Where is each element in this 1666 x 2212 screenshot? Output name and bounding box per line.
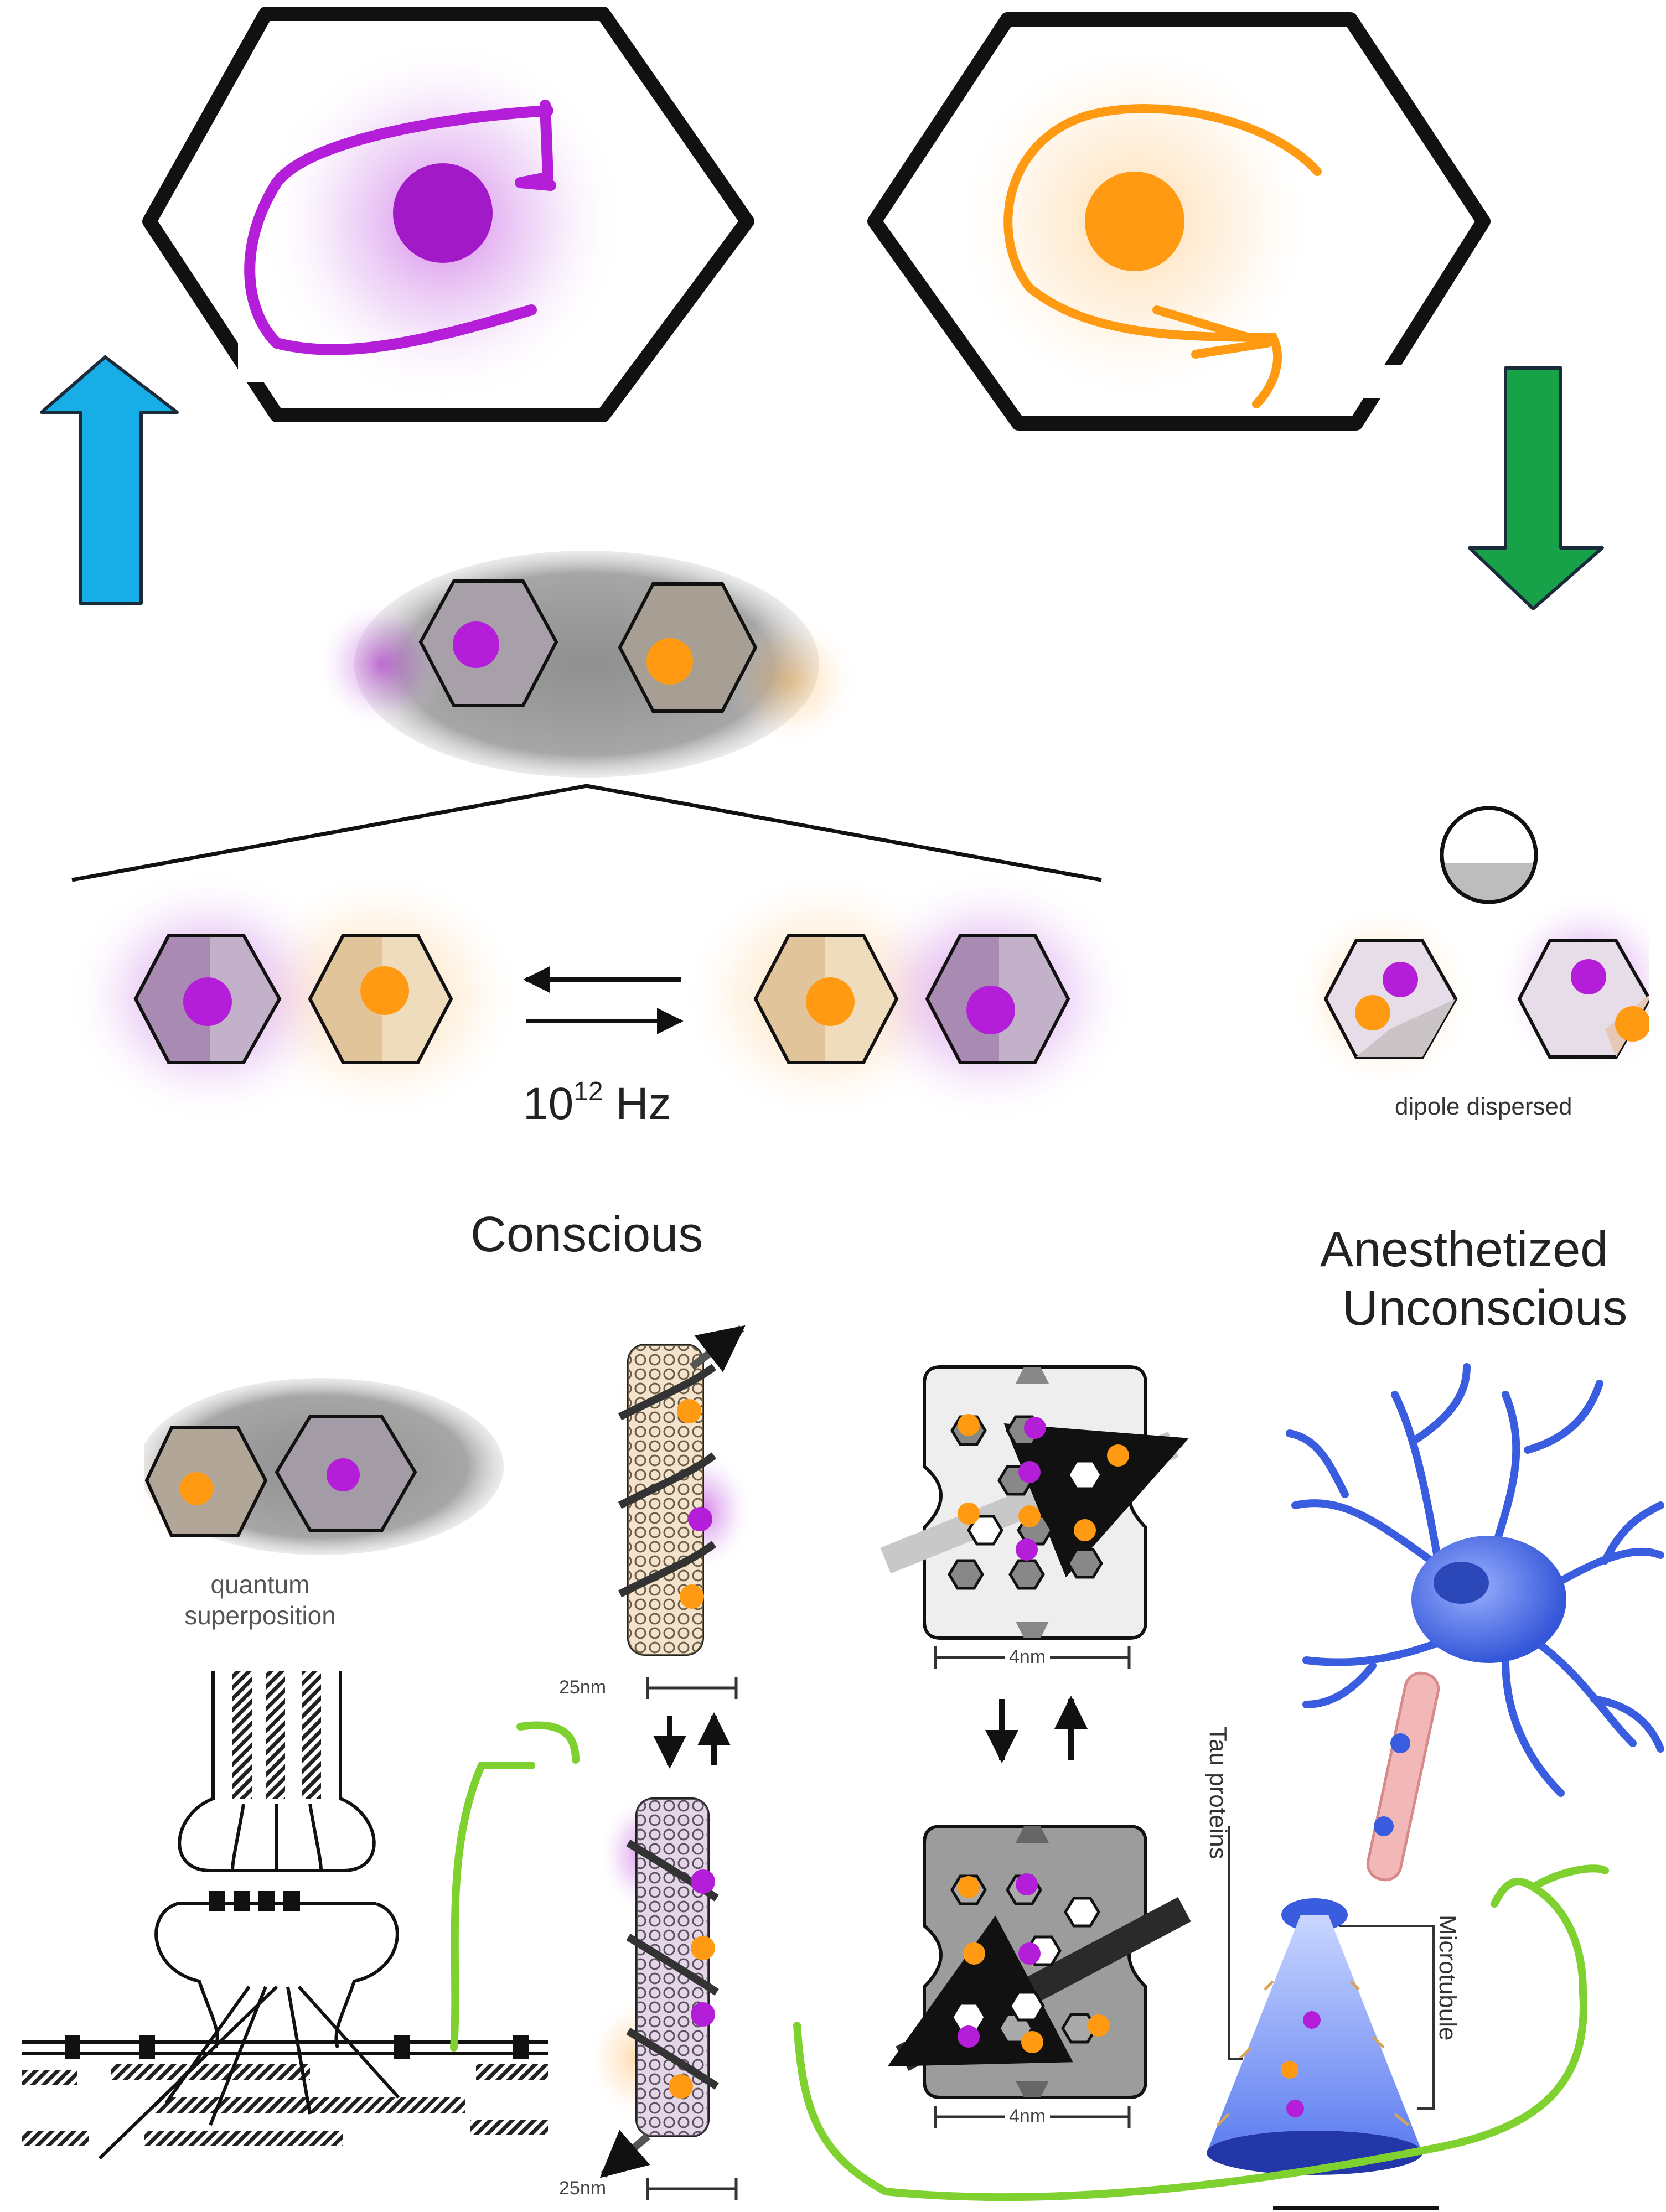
tau-proteins-label: Tau proteins xyxy=(1204,1727,1232,1859)
frequency-label: 1012 Hz xyxy=(523,1076,671,1130)
zoom-lines xyxy=(71,784,1102,882)
tubulin-panel-bottom xyxy=(887,1825,1191,2099)
superposition-pill-bottom xyxy=(111,1367,504,1566)
down-arrow-icon xyxy=(1468,366,1604,610)
anesthetized-label: Anesthetized Unconscious xyxy=(1320,1220,1666,1338)
equilibrium-arrows-icon xyxy=(523,966,684,1034)
frequency-base: 10 xyxy=(523,1079,574,1129)
dipole-row-right xyxy=(681,869,1135,1123)
synapse-schematic xyxy=(22,1671,548,2160)
up-arrow-icon xyxy=(40,355,179,605)
scale-label-4nm-bottom: 4nm xyxy=(1005,2106,1051,2127)
dipole-dispersed-label: dipole dispersed xyxy=(1395,1093,1572,1120)
microtubule-bottom xyxy=(587,1793,719,2178)
unconscious-line: Unconscious xyxy=(1342,1281,1628,1336)
scale-label-4nm-top: 4nm xyxy=(1005,1646,1051,1668)
superposition-pill-top xyxy=(315,551,858,778)
dispersed-dipole-hexes xyxy=(1290,891,1666,1107)
scale-label-25nm-bottom: 25nm xyxy=(559,2178,607,2199)
dipole-row-left xyxy=(66,869,526,1123)
transition-arrows-right xyxy=(985,1696,1088,1763)
conscious-label: Conscious xyxy=(470,1207,703,1262)
scale-bars-25nm xyxy=(646,1677,738,2200)
anesthetic-bubble-icon xyxy=(1440,806,1538,904)
scale-label-25nm-top: 25nm xyxy=(559,1677,607,1698)
feedback-curves xyxy=(450,1721,1609,2201)
large-hexagon-purple xyxy=(142,7,754,422)
quantum-line: quantum xyxy=(210,1570,310,1599)
microtubule-top xyxy=(614,1325,753,1656)
transition-arrows-left xyxy=(653,1712,731,1769)
large-hexagon-orange xyxy=(867,12,1491,431)
frequency-exponent: 12 xyxy=(573,1077,603,1106)
superposition-line: superposition xyxy=(184,1601,336,1630)
microtubule-label: Microtubule xyxy=(1434,1915,1461,2041)
neuron-illustration xyxy=(1207,1363,1664,2175)
frequency-unit: Hz xyxy=(603,1079,671,1129)
anesthetized-line: Anesthetized xyxy=(1320,1222,1608,1277)
tubulin-panel-top xyxy=(880,1365,1189,1640)
